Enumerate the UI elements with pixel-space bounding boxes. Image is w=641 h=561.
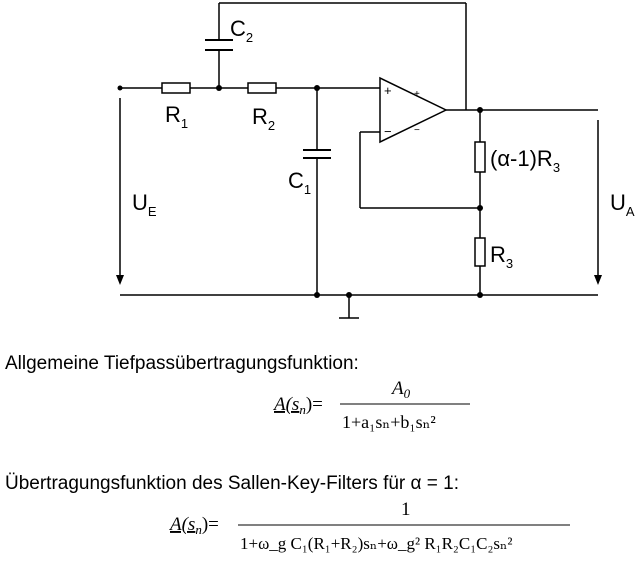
label-c2: C2 <box>230 16 253 45</box>
opamp-plus-sign: + <box>384 83 392 98</box>
ue-arrow-head <box>116 275 124 285</box>
formula2-denominator: 1+ω_g C₁(R₁+R₂)sₙ+ω_g² R₁R₂C₁C₂sₙ² <box>240 534 512 553</box>
resistor-r-alpha <box>474 141 486 173</box>
formula-general: A(sn)= A0 1+a₁sₙ+b₁sₙ² <box>272 378 470 432</box>
formula1-numerator: A0 <box>390 378 411 401</box>
ua-arrow-head <box>594 275 602 285</box>
label-r-alpha: (α-1)R3 <box>490 146 560 175</box>
label-c1: C1 <box>288 168 311 197</box>
formula2-numerator: 1 <box>401 499 411 520</box>
label-r3: R3 <box>490 242 513 271</box>
opamp-supply-minus: − <box>414 125 420 136</box>
capacitor-c1 <box>303 149 331 159</box>
general-heading: Allgemeine Tiefpassübertragungsfunktion: <box>5 353 359 374</box>
label-ua: UA <box>610 190 635 219</box>
resistor-r3 <box>474 237 486 267</box>
circuit-wires <box>120 2 598 319</box>
opamp-triangle <box>379 76 448 144</box>
label-ue: UE <box>132 190 157 219</box>
resistor-r1 <box>161 82 191 94</box>
opamp-supply-plus: + <box>414 89 420 100</box>
sallen-heading: Übertragungsfunktion des Sallen-Key-Filt… <box>5 473 460 494</box>
label-r1: R1 <box>165 102 188 131</box>
resistor-r2 <box>247 82 277 94</box>
voltage-arrows <box>119 98 599 278</box>
formula-sallen-key: A(sn)= 1 1+ω_g C₁(R₁+R₂)sₙ+ω_g² R₁R₂C₁C₂… <box>168 499 570 553</box>
opamp-minus-sign: − <box>384 124 392 139</box>
label-r2: R2 <box>252 104 275 133</box>
formula1-denominator: 1+a₁sₙ+b₁sₙ² <box>342 412 436 432</box>
capacitor-c2 <box>205 39 233 51</box>
formula2-lhs: A(sn)= <box>168 514 219 537</box>
junction-dots <box>117 85 483 298</box>
formula1-lhs: A(sn)= <box>272 394 323 417</box>
